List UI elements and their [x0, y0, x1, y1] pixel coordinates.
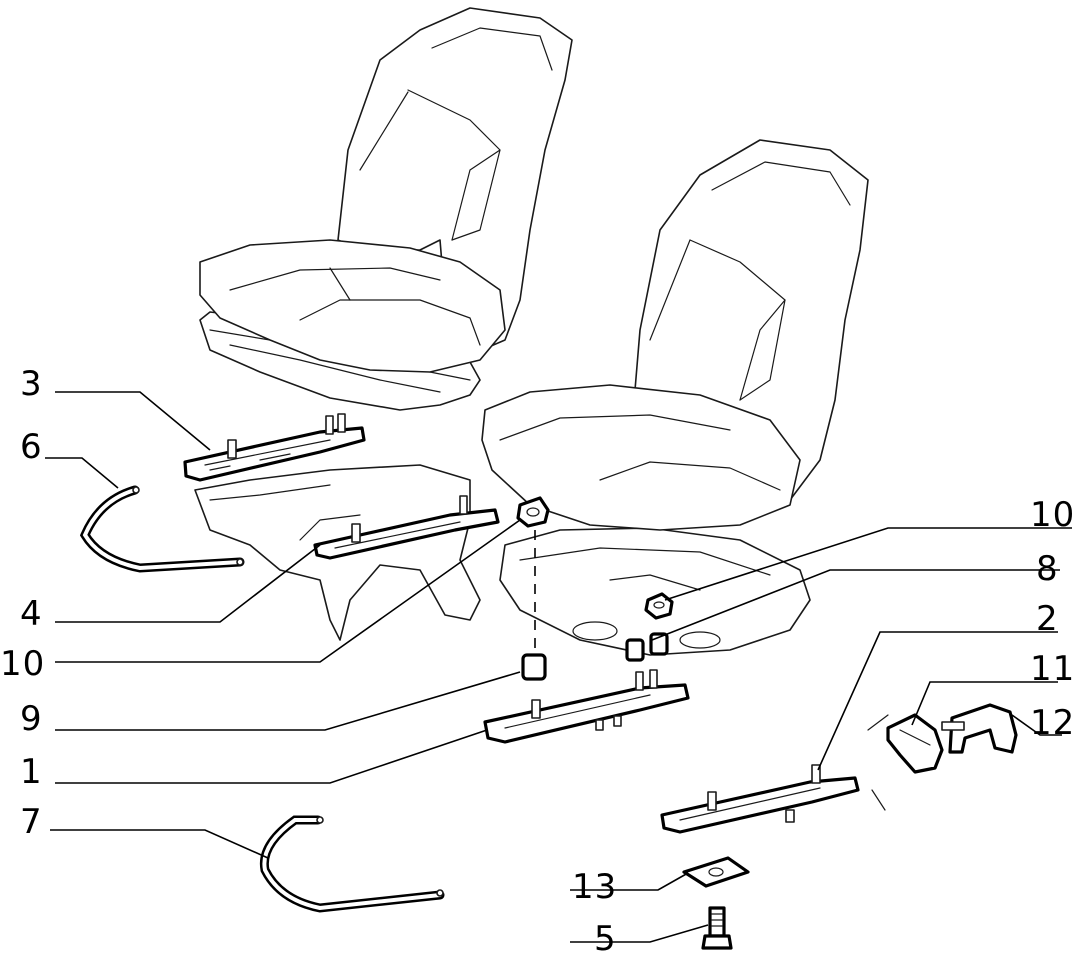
label-part-5: 5: [594, 919, 617, 954]
part-2-rail[interactable]: [660, 764, 860, 834]
label-part-2: 2: [1036, 599, 1059, 639]
part-13-washer-plate[interactable]: [682, 856, 750, 888]
part-11-clip[interactable]: [886, 713, 944, 774]
label-part-7: 7: [20, 802, 43, 842]
label-part-6: 6: [20, 427, 43, 467]
part-3-rail[interactable]: [183, 413, 366, 482]
label-part-1: 1: [20, 752, 43, 792]
label-part-13: 13: [572, 867, 617, 907]
bracket-guide-lines: [867, 714, 889, 811]
part-10-nut-centre[interactable]: [516, 496, 550, 528]
part-6-handle-bar[interactable]: [79, 485, 245, 573]
part-10-nut-right[interactable]: [644, 592, 674, 620]
part-1-rail[interactable]: [483, 669, 690, 744]
label-part-9: 9: [20, 699, 43, 739]
label-part-10-right: 10: [1030, 495, 1075, 535]
leader-lines: [45, 391, 1072, 943]
label-part-10-left: 10: [0, 644, 45, 684]
part-labels: 3 6 4 10 9 1 7 10 8 2 11 12 13 5: [0, 364, 1075, 954]
label-part-11: 11: [1030, 649, 1075, 689]
label-part-3: 3: [20, 364, 43, 404]
label-part-12: 12: [1030, 703, 1075, 743]
part-5-bolt[interactable]: [701, 906, 733, 950]
part-9-spacer[interactable]: [521, 653, 547, 681]
label-part-4: 4: [20, 594, 43, 634]
rear-seat-drawing: [199, 7, 573, 411]
part-12-bracket[interactable]: [941, 703, 1018, 754]
part-7-handle-bar[interactable]: [259, 815, 445, 913]
label-part-8: 8: [1036, 549, 1059, 589]
front-seat-drawing: [481, 139, 869, 656]
part-4-rail[interactable]: [313, 495, 500, 560]
